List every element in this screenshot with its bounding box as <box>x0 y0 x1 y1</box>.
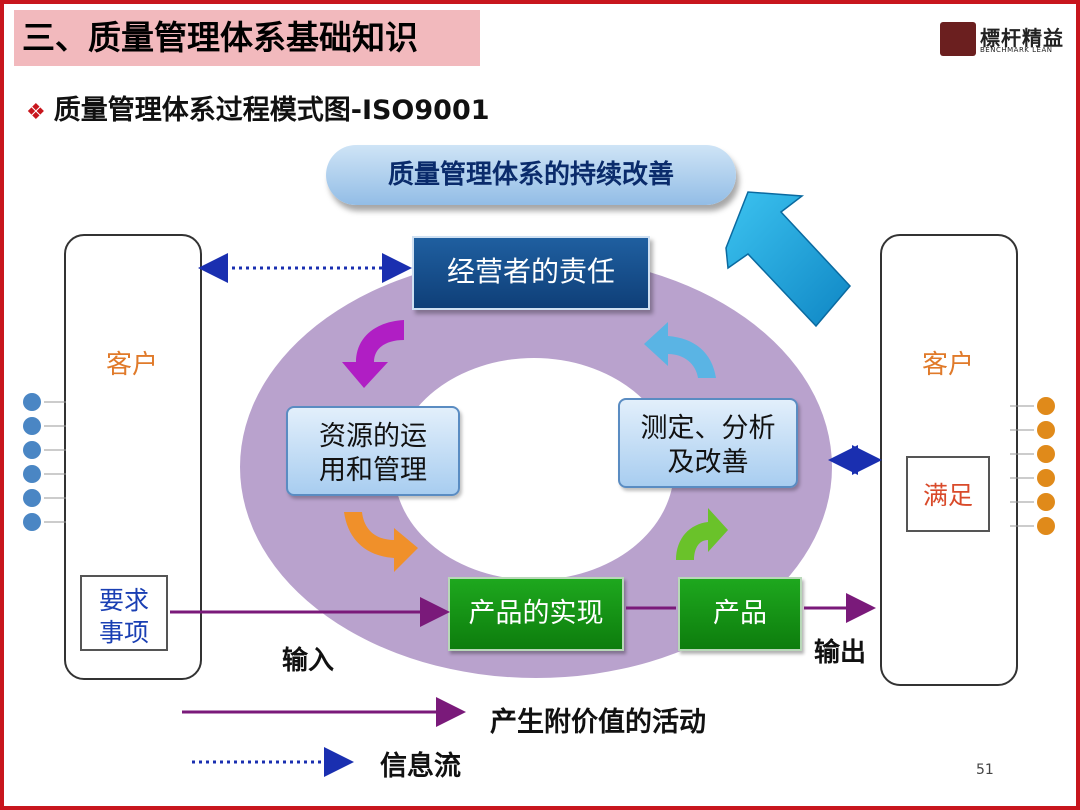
page-title: 三、质量管理体系基础知识 <box>14 10 480 66</box>
product-box: 产品 <box>678 577 802 651</box>
right-dot <box>1037 469 1055 487</box>
legend-info-flow-label: 信息流 <box>380 751 461 782</box>
section-subtitle: ❖ 质量管理体系过程模式图-ISO9001 <box>26 88 490 127</box>
measure-line-1: 测定、分析 <box>640 413 776 444</box>
left-dot <box>23 465 41 483</box>
requirements-line-2: 事项 <box>98 618 149 647</box>
right-dot <box>1037 421 1055 439</box>
big-cyan-up-arrow-icon <box>725 191 852 328</box>
left-input-dots <box>23 393 66 531</box>
resource-line-1: 资源的运 <box>319 421 427 452</box>
right-dot <box>1037 517 1055 535</box>
logo-subtitle: BENCHMARK LEAN <box>980 46 1053 54</box>
left-customer-label: 客户 <box>106 350 159 380</box>
requirements-line-1: 要求 <box>98 586 149 615</box>
page-number: 51 <box>976 762 994 778</box>
right-dot <box>1037 493 1055 511</box>
right-dot <box>1037 445 1055 463</box>
management-responsibility-box: 经营者的责任 <box>412 236 650 310</box>
input-label: 输入 <box>282 646 335 676</box>
resource-line-2: 用和管理 <box>319 455 427 486</box>
legend-value-activity-label: 产生附价值的活动 <box>490 707 706 738</box>
brand-logo: 標杆精益 BENCHMARK LEAN <box>940 22 1070 62</box>
logo-mark-icon <box>940 22 976 56</box>
measurement-analysis-box: 测定、分析 及改善 <box>618 398 798 488</box>
right-dot <box>1037 397 1055 415</box>
green-curved-arrow-icon <box>676 508 728 560</box>
blue-curved-arrow-icon <box>644 322 716 378</box>
continuous-improvement-banner: 质量管理体系的持续改善 <box>326 145 736 205</box>
output-label: 输出 <box>814 638 867 668</box>
purple-curved-arrow-icon <box>342 320 404 388</box>
subtitle-text: 质量管理体系过程模式图-ISO9001 <box>53 95 490 126</box>
right-customer-label: 客户 <box>922 350 975 380</box>
satisfaction-box: 满足 <box>906 456 990 532</box>
diamond-bullet-icon: ❖ <box>26 100 46 125</box>
left-dot <box>23 417 41 435</box>
measure-line-2: 及改善 <box>667 447 749 478</box>
resource-management-box: 资源的运 用和管理 <box>286 406 460 496</box>
orange-curved-arrow-icon <box>344 512 418 572</box>
left-dot <box>23 489 41 507</box>
left-dot <box>23 441 41 459</box>
logo-name: 標杆精益 <box>980 26 1064 50</box>
left-dot <box>23 513 41 531</box>
right-output-dots <box>1010 397 1055 535</box>
left-dot <box>23 393 41 411</box>
requirements-box: 要求 事项 <box>80 575 168 651</box>
